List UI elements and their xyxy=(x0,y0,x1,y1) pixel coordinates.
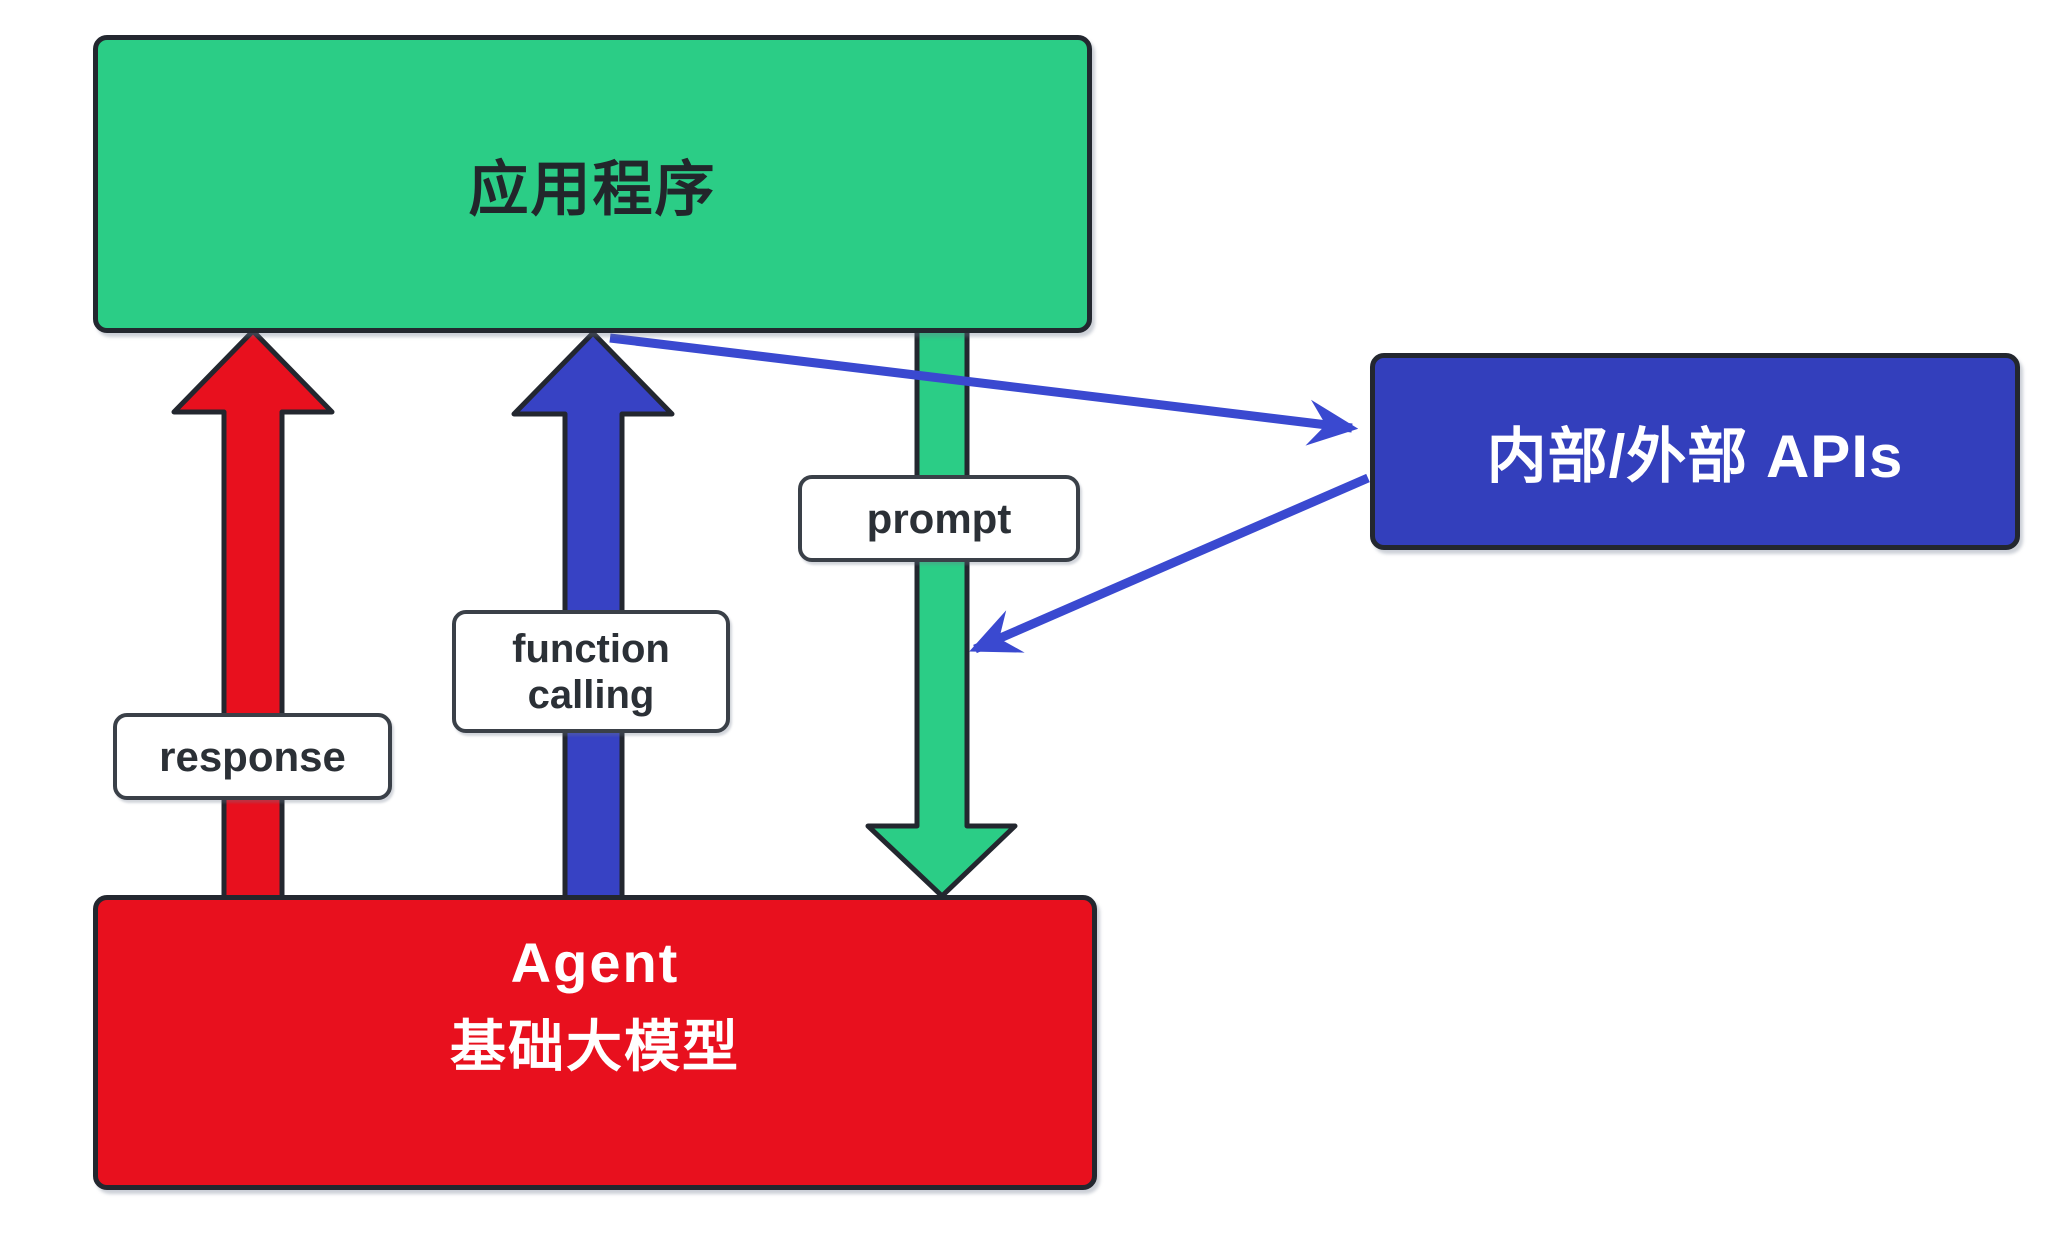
application-label: 应用程序 xyxy=(468,155,717,223)
response-label: response xyxy=(113,713,392,800)
application-box: 应用程序 xyxy=(93,35,1092,333)
apis-label: 内部/外部 APIs xyxy=(1486,423,1904,490)
function-calling-label-line1: function xyxy=(512,626,670,671)
function-calling-label-line2: calling xyxy=(527,672,655,717)
prompt-label: prompt xyxy=(798,475,1080,562)
response-arrow xyxy=(171,328,335,903)
agent-subtitle: 基础大模型 xyxy=(450,1014,740,1078)
function-calling-label: function calling xyxy=(452,610,730,733)
prompt-label-text: prompt xyxy=(866,494,1012,542)
response-label-text: response xyxy=(159,732,346,780)
api-return-arrow xyxy=(969,473,1370,654)
prompt-arrow xyxy=(865,326,1018,899)
apis-box: 内部/外部 APIs xyxy=(1370,353,2020,550)
agent-title: Agent xyxy=(510,930,680,994)
agent-box: Agent 基础大模型 xyxy=(93,895,1097,1190)
api-call-arrow xyxy=(609,333,1359,446)
